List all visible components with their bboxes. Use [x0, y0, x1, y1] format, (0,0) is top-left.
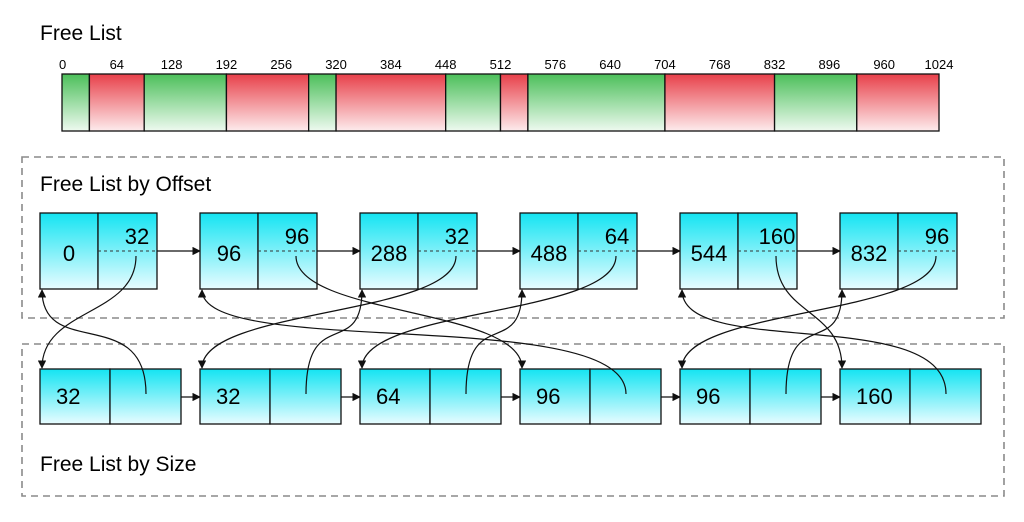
offset-node: 0 32 [39, 212, 201, 290]
offset-value: 0 [63, 241, 75, 266]
used-segment [499, 73, 529, 132]
size-value: 96 [925, 224, 949, 249]
offset-value: 96 [217, 241, 241, 266]
size-node: 32 [39, 368, 201, 425]
tick-label: 448 [435, 57, 457, 72]
tick-label: 128 [161, 57, 183, 72]
tick-label: 896 [819, 57, 841, 72]
tick-label: 576 [544, 57, 566, 72]
size-node: 96 [519, 368, 681, 425]
free-segment [773, 73, 858, 132]
cross-link-arrow [357, 255, 617, 369]
cross-link-arrow [677, 255, 937, 369]
size-value: 32 [125, 224, 149, 249]
pointer-cell [909, 368, 982, 425]
size-value: 96 [536, 384, 560, 409]
pointer-cell [269, 368, 342, 425]
size-node: 96 [679, 368, 841, 425]
offset-value: 544 [691, 241, 728, 266]
offset-cell [839, 212, 899, 290]
offset-node: 832 96 [839, 212, 958, 290]
pointer-cell [749, 368, 822, 425]
size-value: 96 [696, 384, 720, 409]
offset-value: 288 [371, 241, 408, 266]
tick-label: 640 [599, 57, 621, 72]
cross-links [37, 255, 947, 395]
size-node: 64 [359, 368, 521, 425]
cross-link-arrow [305, 289, 367, 395]
pointer-cell [429, 368, 502, 425]
cross-link-arrow [37, 255, 137, 369]
size-cell [39, 368, 111, 425]
offset-value: 488 [531, 241, 568, 266]
tick-label: 960 [873, 57, 895, 72]
offset-node: 488 64 [519, 212, 681, 290]
size-cell [679, 368, 751, 425]
size-cell [839, 368, 911, 425]
tick-label: 192 [216, 57, 238, 72]
used-segment [664, 73, 776, 132]
by-size-panel [21, 343, 1005, 497]
size-value: 64 [376, 384, 400, 409]
cross-link-arrow [197, 289, 627, 395]
used-segment [88, 73, 145, 132]
by-offset-title: Free List by Offset [40, 173, 211, 196]
offset-node-list: 0 32 96 96 288 32 488 64 544 160 832 96 [39, 212, 958, 290]
offset-node: 96 96 [199, 212, 361, 290]
tick-label: 832 [764, 57, 786, 72]
cross-link-arrow [295, 255, 527, 369]
size-node-list: 32 32 64 96 96 160 [39, 368, 982, 425]
offset-cell [199, 212, 259, 290]
used-segment [856, 73, 940, 132]
free-list-ticks: 0 64 128 192 256 320 384 448 512 576 640 704 768 832 8… [59, 57, 953, 72]
cross-link-arrow [197, 255, 457, 369]
tick-label: 64 [110, 57, 124, 72]
size-node: 32 [199, 368, 361, 425]
size-value: 32 [216, 384, 240, 409]
size-value: 160 [759, 224, 796, 249]
offset-node: 544 160 [679, 212, 841, 290]
pointer-cell [589, 368, 662, 425]
cross-link-arrow [785, 289, 847, 395]
free-segment [308, 73, 337, 132]
tick-label: 0 [59, 57, 66, 72]
cross-link-arrow [465, 289, 527, 395]
size-cell [199, 368, 271, 425]
by-size-title: Free List by Size [40, 453, 196, 476]
used-segment [335, 73, 447, 132]
size-value: 160 [856, 384, 893, 409]
offset-cell [39, 212, 99, 290]
tick-label: 512 [490, 57, 512, 72]
size-value: 64 [605, 224, 629, 249]
tick-label: 320 [325, 57, 347, 72]
free-list-title: Free List [40, 22, 122, 45]
tick-label: 1024 [925, 57, 954, 72]
size-value: 32 [445, 224, 469, 249]
cross-link-arrow [37, 289, 147, 395]
size-node: 160 [839, 368, 982, 425]
tick-label: 256 [270, 57, 292, 72]
offset-value: 832 [851, 241, 888, 266]
by-offset-panel [21, 156, 1005, 319]
free-segment [143, 73, 228, 132]
free-segment [527, 73, 666, 132]
used-segment [225, 73, 310, 132]
tick-label: 384 [380, 57, 402, 72]
pointer-cell [109, 368, 182, 425]
size-cell [519, 368, 591, 425]
free-segment [61, 73, 91, 132]
size-value: 96 [285, 224, 309, 249]
offset-node: 288 32 [359, 212, 521, 290]
free-segment [445, 73, 502, 132]
free-list-bar [61, 73, 940, 132]
size-value: 32 [56, 384, 80, 409]
tick-label: 704 [654, 57, 676, 72]
tick-label: 768 [709, 57, 731, 72]
